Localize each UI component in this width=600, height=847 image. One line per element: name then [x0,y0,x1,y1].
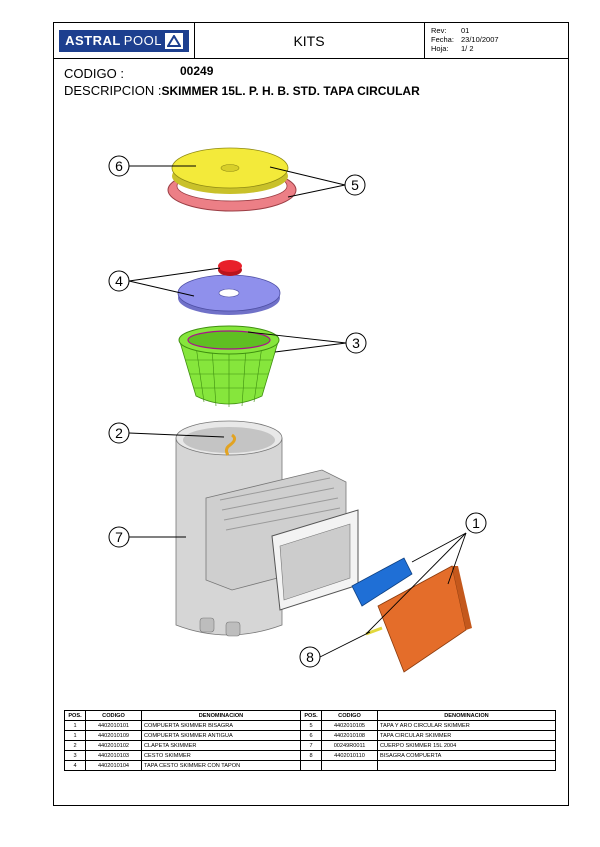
col-denominacion: DENOMINACION [141,710,301,721]
table-cell: COMPUERTA SKIMMER BISAGRA [141,720,301,731]
codigo-value: 00249 [180,64,214,78]
table-cell: 1 [64,720,86,731]
descripcion-value: SKIMMER 15L. P. H. B. STD. TAPA CIRCULAR [161,84,420,98]
revision-block: Rev:01 Fecha:23/10/2007 Hoja:1/ 2 [431,26,499,53]
callout-2: 2 [108,422,130,444]
descripcion-label: DESCRIPCION : [64,83,162,98]
lid-part-6 [171,147,289,194]
table-cell: 4402010109 [85,730,142,741]
svg-text:5: 5 [351,177,359,193]
table-cell: TAPA CIRCULAR SKIMMER [377,730,556,741]
plate-part-4 [177,260,281,315]
meta-hoja: Hoja:1/ 2 [431,44,474,53]
col-denominacion-2: DENOMINACION [377,710,556,721]
flap-orange-part-1 [377,565,472,673]
svg-text:7: 7 [115,529,123,545]
table-cell: 4402010104 [85,760,142,771]
table-cell: 4402010108 [321,730,378,741]
table-cell: 4402010101 [85,720,142,731]
col-pos-2: POS. [300,710,322,721]
callout-6: 6 [108,155,130,177]
brand-bold: ASTRAL [65,33,121,48]
table-cell: 5 [300,720,322,731]
callout-4: 4 [108,270,130,292]
callout-7: 7 [108,526,130,548]
leader-lines [128,165,467,658]
table-cell: 8 [300,750,322,761]
table-cell: CUERPO SKIMMER 15L 2004 [377,740,556,751]
svg-text:2: 2 [115,425,123,441]
triangle-logo-icon [164,32,183,49]
col-pos: POS. [64,710,86,721]
table-cell: 4 [64,760,86,771]
descripcion-line: DESCRIPCION :SKIMMER 15L. P. H. B. STD. … [64,83,420,98]
table-cell: TAPA Y ARO CIRCULAR SKIMMER [377,720,556,731]
meta-rev: Rev:01 [431,26,470,35]
table-cell: COMPUERTA SKIMMER ANTIGUA [141,730,301,741]
parts-table-header: POS. CODIGO DENOMINACION POS. CODIGO DEN… [64,710,556,721]
table-cell: 2 [64,740,86,751]
parts-table: POS. CODIGO DENOMINACION POS. CODIGO DEN… [64,710,556,771]
svg-text:4: 4 [115,273,123,289]
col-codigo: CODIGO [85,710,142,721]
callout-3: 3 [345,332,367,354]
table-cell: 4402010102 [85,740,142,751]
table-cell: 4402010110 [321,750,378,761]
table-cell: 1 [64,730,86,741]
callout-1: 1 [465,512,487,534]
brand-light: POOL [123,33,162,48]
callout-5: 5 [344,174,366,196]
table-cell: 3 [64,750,86,761]
table-cell: BISAGRA COMPUERTA [377,750,556,761]
table-cell: CESTO SKIMMER [141,750,301,761]
codigo-label: CODIGO : [64,66,124,81]
sheet-title: KITS [194,23,425,58]
svg-text:8: 8 [306,649,314,665]
col-codigo-2: CODIGO [321,710,378,721]
flap-blue-part-1 [351,557,413,607]
table-cell: TAPA CESTO SKIMMER CON TAPON [141,760,301,771]
table-cell [377,760,556,771]
skimmer-body-part-7 [175,420,359,637]
meta-fecha: Fecha:23/10/2007 [431,35,499,44]
table-cell: 7 [300,740,322,751]
basket-part-3 [178,325,280,407]
table-cell: CLAPETA SKIMMER [141,740,301,751]
table-cell: 6 [300,730,322,741]
callout-8: 8 [299,646,321,668]
table-cell: 00249R0011 [321,740,378,751]
table-cell: 4402010103 [85,750,142,761]
svg-text:3: 3 [352,335,360,351]
svg-text:1: 1 [472,515,480,531]
table-cell [300,760,322,771]
codigo-line: CODIGO : 00249 [64,64,213,81]
table-cell [321,760,378,771]
svg-text:6: 6 [115,158,123,174]
table-cell: 4402010105 [321,720,378,731]
